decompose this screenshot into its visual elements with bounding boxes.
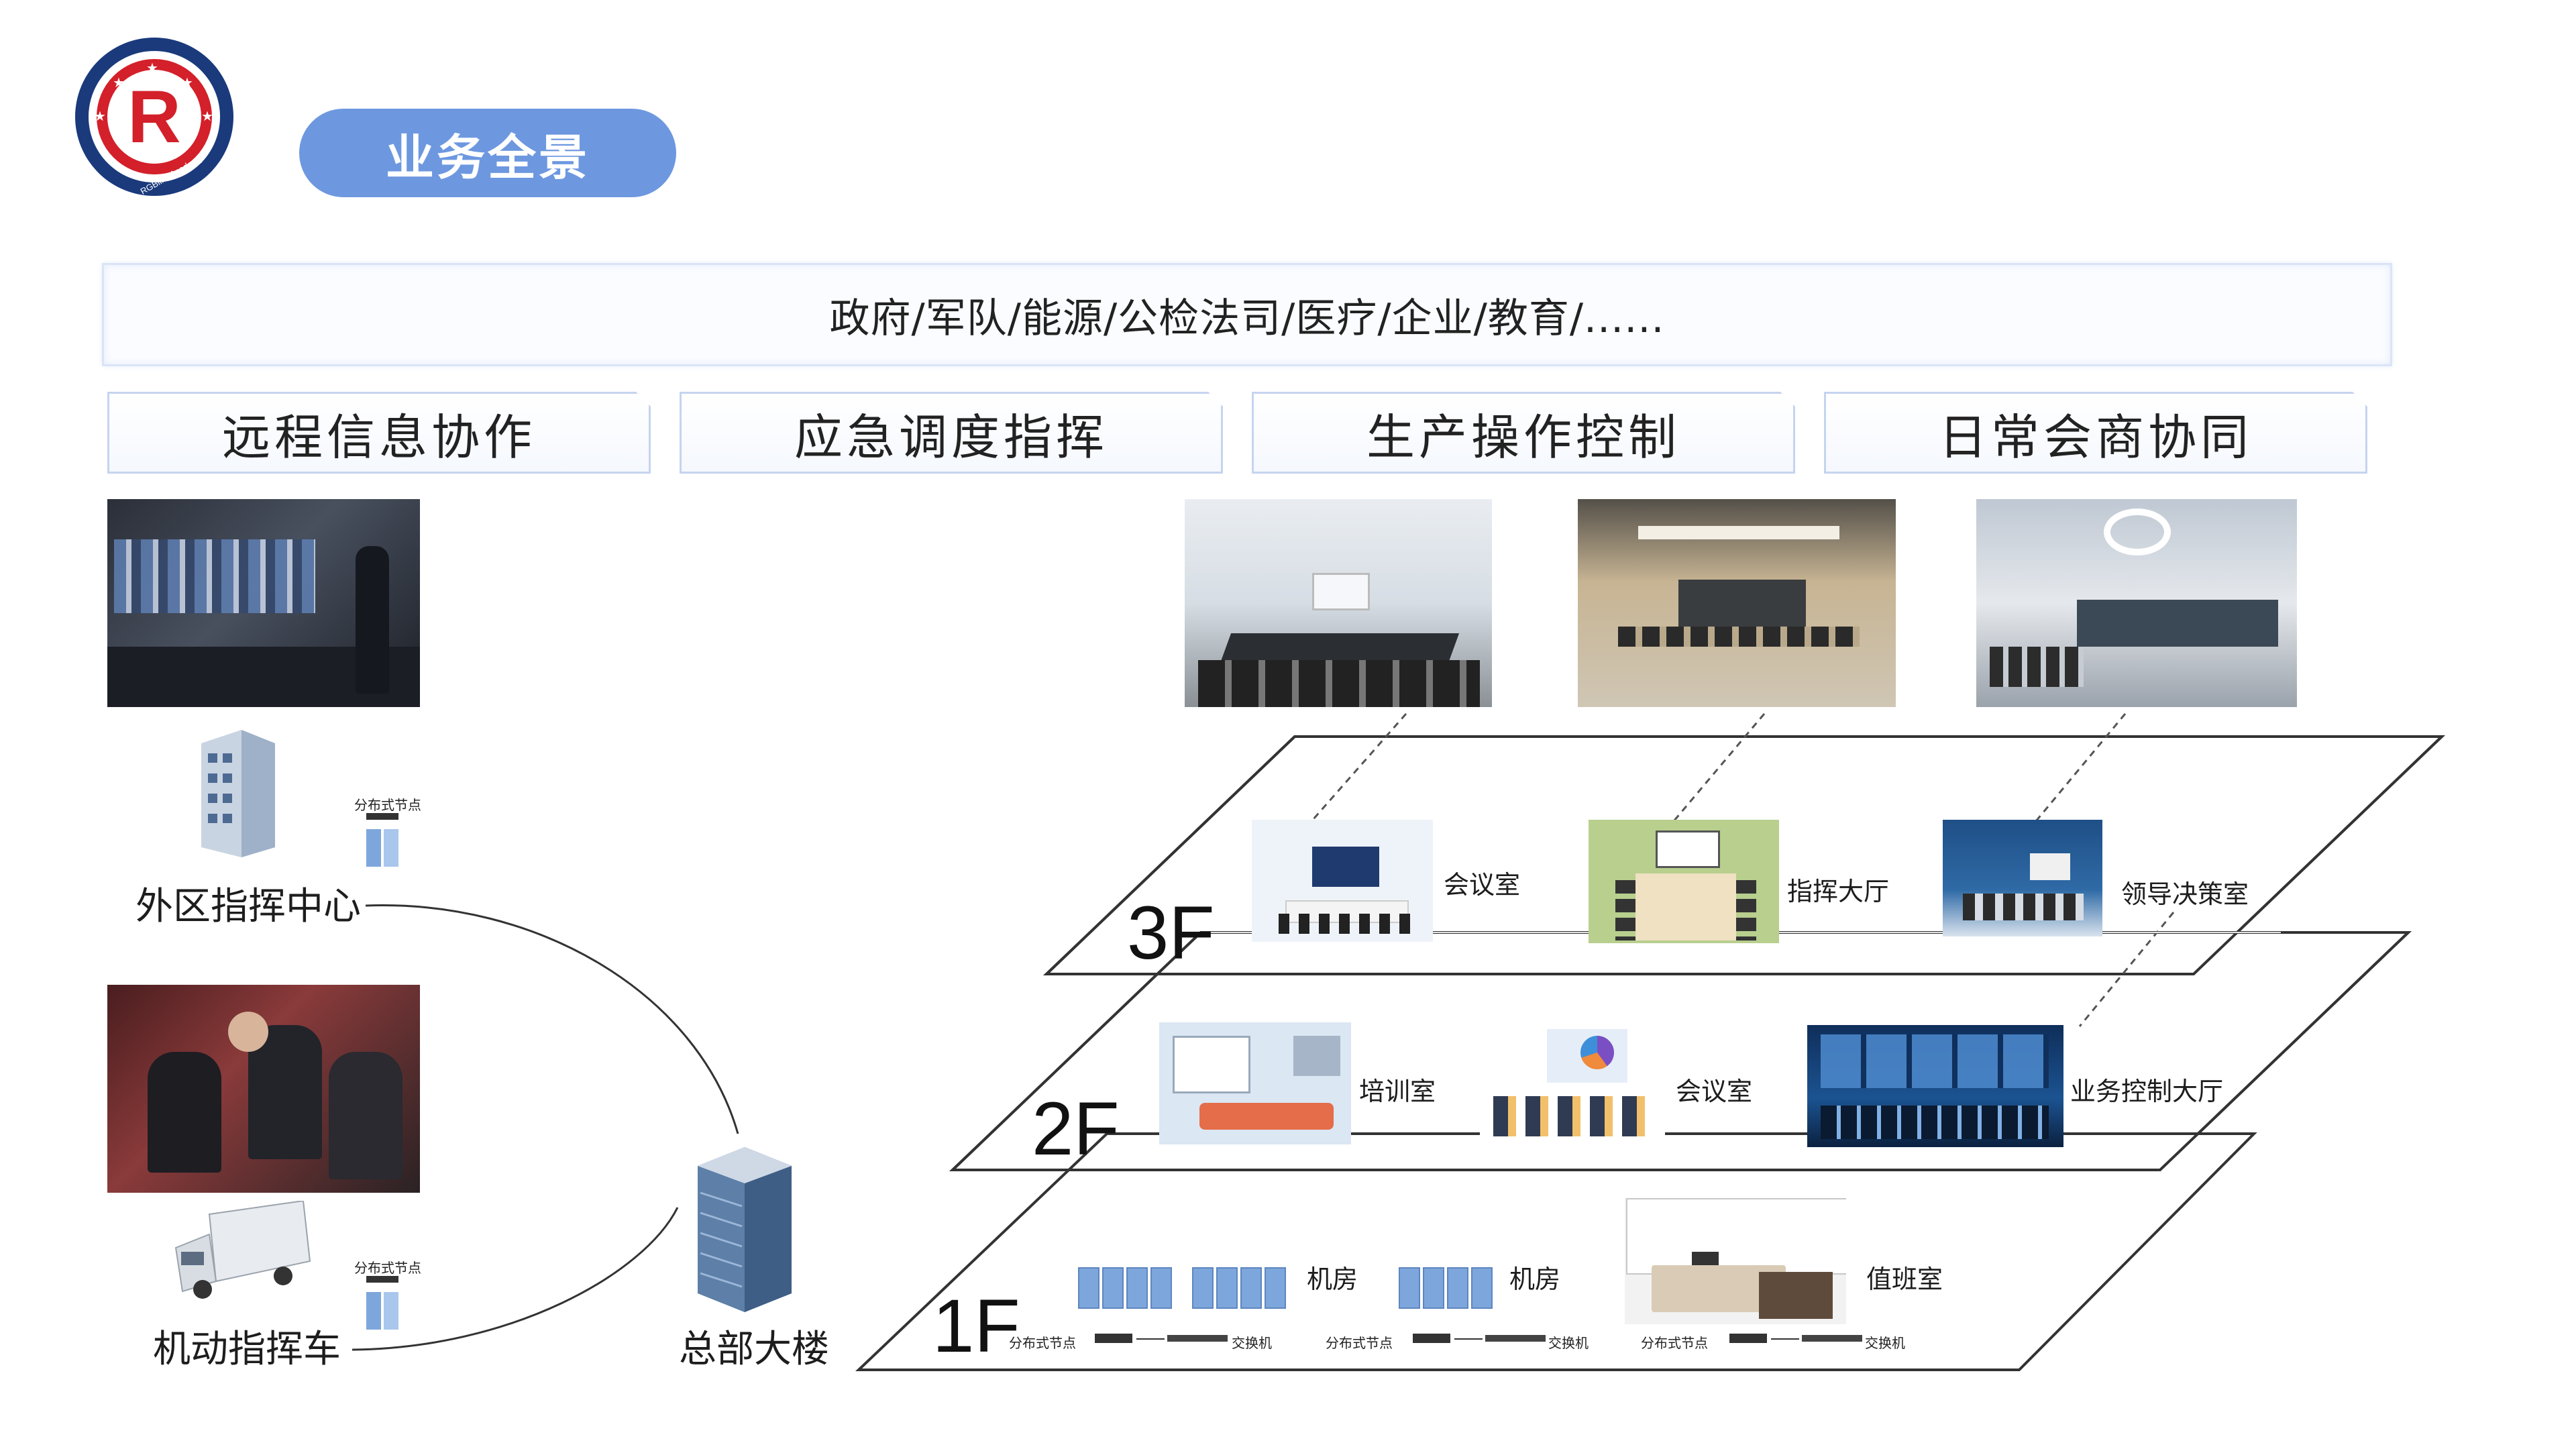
f3-command-hall-illustration [1589, 820, 1779, 943]
f1-node-label-1: 分布式节点 [1009, 1335, 1076, 1351]
node-switch-connector-icon [1089, 1331, 1284, 1347]
floor-label-2f: 2F [1032, 1087, 1120, 1171]
node-tag-vehicle: 分布式节点 [354, 1260, 421, 1276]
node-switch-connector-icon [1724, 1331, 1919, 1347]
floor-label-1f: 1F [932, 1284, 1020, 1368]
node-tag-outer: 分布式节点 [354, 797, 421, 813]
svg-text:★: ★ [146, 60, 158, 76]
floor-label-3f: 3F [1127, 891, 1215, 975]
svg-text:★: ★ [201, 108, 213, 124]
svg-text:★: ★ [181, 74, 193, 91]
vehicle-meeting-photo [107, 985, 420, 1193]
sectors-banner: 政府/军队/能源/公检法司/医疗/企业/教育/...... [102, 263, 2392, 366]
f1-node-label-2: 分布式节点 [1326, 1335, 1393, 1351]
f2-room-label-training: 培训室 [1359, 1077, 1436, 1106]
node-switch-connector-icon [1407, 1331, 1602, 1347]
f2-training-room-illustration [1159, 1022, 1351, 1144]
f2-room-label-business-control-hall: 业务控制大厅 [2070, 1077, 2224, 1106]
command-hall-photo [1578, 499, 1896, 707]
command-center-photo [107, 499, 420, 707]
f2-business-control-hall-illustration [1807, 1025, 2063, 1147]
f1-switch-label-3: 交换机 [1865, 1335, 1905, 1351]
f3-decision-room-illustration [1943, 820, 2102, 936]
f1-room-label-machine-room-2: 机房 [1509, 1265, 1561, 1294]
f1-node-label-3: 分布式节点 [1641, 1335, 1708, 1351]
f3-meeting-room-illustration [1252, 820, 1433, 942]
f3-room-label-meeting: 会议室 [1444, 870, 1521, 900]
svg-text:★: ★ [113, 74, 125, 91]
hq-building-label: 总部大楼 [679, 1328, 829, 1371]
conference-room-photo [1185, 499, 1492, 707]
f2-room-label-meeting: 会议室 [1676, 1077, 1753, 1106]
mobile-command-vehicle-label: 机动指挥车 [153, 1328, 341, 1371]
outer-command-center-label: 外区指挥中心 [136, 885, 361, 928]
f1-duty-room-illustration [1625, 1198, 1846, 1324]
f1-room-label-duty-room: 值班室 [1866, 1265, 1943, 1294]
server-rack-icon [1073, 1261, 1301, 1315]
page-title: 业务全景 [299, 109, 676, 197]
f1-room-label-machine-room-1: 机房 [1307, 1265, 1358, 1294]
server-rack-icon [1394, 1261, 1508, 1315]
decision-room-photo [1976, 499, 2297, 707]
distributed-node-icon [362, 1275, 402, 1332]
category-remote-collaboration: 远程信息协作 [107, 392, 651, 474]
f2-meeting-room-illustration [1480, 1022, 1665, 1144]
command-vehicle-icon [169, 1201, 317, 1301]
rgblink-academy-logo: ★ ★ ★ ★ ★ R RGBlink Academy [72, 35, 236, 199]
f1-switch-label-2: 交换机 [1548, 1335, 1589, 1351]
floor-1f-plane [855, 1132, 2257, 1371]
distributed-node-icon [362, 812, 402, 869]
f1-switch-label-1: 交换机 [1232, 1335, 1272, 1351]
svg-text:★: ★ [94, 108, 106, 124]
hq-building-icon [691, 1139, 798, 1313]
category-emergency-command: 应急调度指挥 [680, 392, 1223, 474]
category-daily-consultation: 日常会商协同 [1824, 392, 2367, 474]
category-production-control: 生产操作控制 [1252, 392, 1795, 474]
f3-room-label-decision-room: 领导决策室 [2121, 879, 2249, 909]
f3-room-label-command-hall: 指挥大厅 [1787, 877, 1890, 906]
svg-text:R: R [127, 76, 180, 158]
building-icon [195, 723, 282, 857]
